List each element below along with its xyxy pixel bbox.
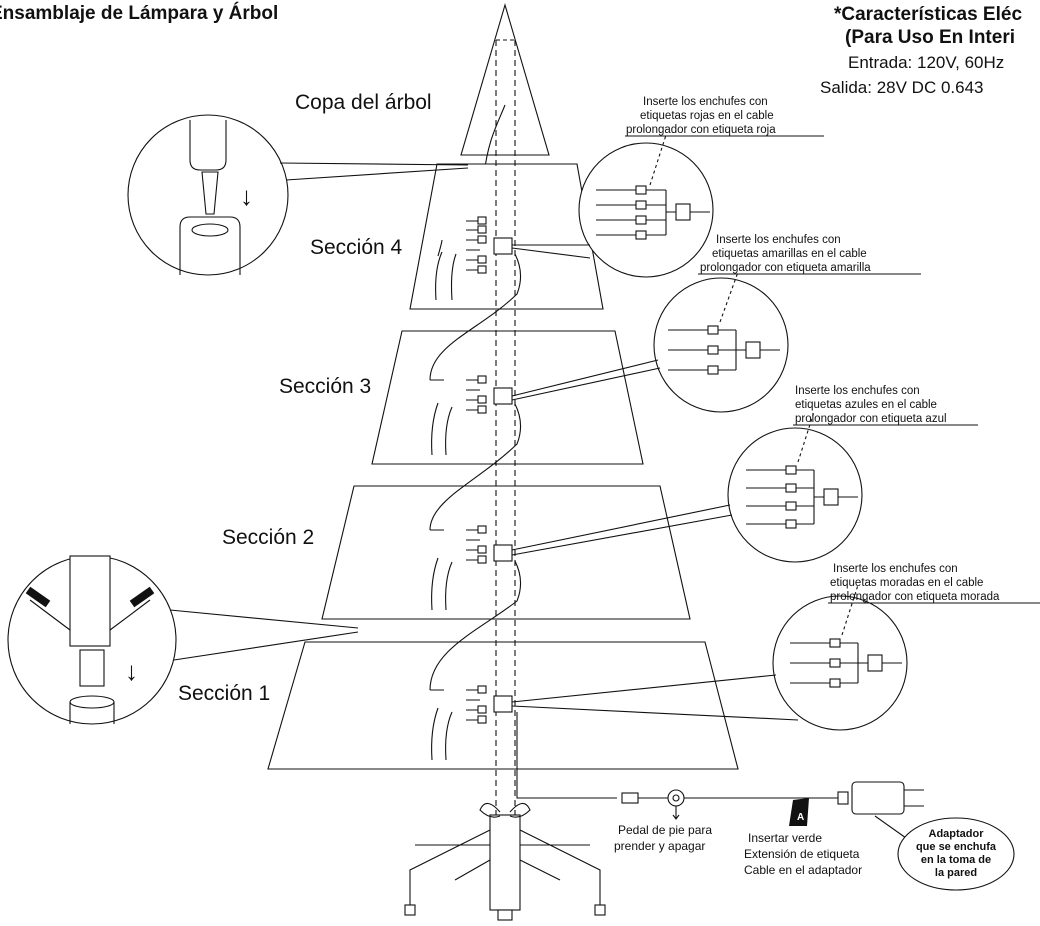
tree-stand [404,802,606,921]
section-wiring [429,216,617,799]
center-pole [495,39,516,815]
note-yellow-line3: prolongador con etiqueta amarilla [700,262,871,274]
note-yellow-line1: Inserte los enchufes con [716,234,841,246]
electrical-specs: *Características Eléc (Para Uso En Inter… [820,4,1022,97]
power-chain: A Pedal de pie para prender y apagar Ins… [614,781,1015,891]
detail-red-plugs: Inserte los enchufes con etiquetas rojas… [511,96,824,278]
specs-subheading: (Para Uso En Interi [845,27,1015,48]
adapter-label-line4: la pared [935,867,977,879]
green-label-line2: Extensión de etiqueta [744,847,860,861]
arrow-down-icon: ↓ [125,656,138,686]
note-purple-line2: etiquetas moradas en el cable [830,577,983,589]
note-yellow-line2: etiquetas amarillas en el cable [712,248,867,260]
section-3-label: Sección 3 [279,375,371,398]
adapter-label-line1: Adaptador [929,828,985,840]
green-label-line1: Insertar verde [748,831,822,845]
detail-blue-plugs: Inserte los enchufes con etiquetas azule… [511,385,978,563]
section-4-label: Sección 4 [310,236,403,259]
note-blue-line3: prolongador con etiqueta azul [795,413,947,425]
note-blue-line1: Inserte los enchufes con [795,385,920,397]
section-top-label: Copa del árbol [295,91,432,114]
note-purple-line3: prolongador con etiqueta morada [830,591,1000,603]
junction-box [493,237,513,255]
pedal-label-line1: Pedal de pie para [618,823,712,837]
note-red-line1: Inserte los enchufes con [643,96,768,108]
arrow-down-icon: ↓ [240,181,253,211]
note-blue-line2: etiquetas azules en el cable [795,399,937,411]
section-4: Sección 4 [310,163,604,310]
section-2: Sección 2 [222,485,691,620]
section-3: Sección 3 [279,330,644,465]
green-tag [789,798,809,826]
specs-output: Salida: 28V DC 0.643 [820,78,984,97]
section-1: Sección 1 [178,641,739,770]
pedal-label-line2: prender y apagar [614,839,705,853]
adapter-label-line3: en la toma de [921,854,991,866]
section-2-label: Sección 2 [222,526,314,549]
detail-purple-plugs: Inserte los enchufes con etiquetas morad… [511,563,1040,731]
wall-adapter-icon [851,781,905,815]
adapter-label-line2: que se enchufa [916,841,997,853]
note-purple-line1: Inserte los enchufes con [833,563,958,575]
detail-yellow-plugs: Inserte los enchufes con etiquetas amari… [511,234,921,413]
green-label-line3: Cable en el adaptador [744,863,862,877]
green-tag-letter: A [797,812,804,823]
note-red-line3: prolongador con etiqueta roja [626,124,776,136]
specs-heading: *Características Eléc [834,4,1022,25]
detail-pole-joint: ↓ [7,555,359,725]
note-red-line2: etiquetas rojas en el cable [640,110,774,122]
page-title: Ensamblaje de Lámpara y Árbol [0,2,278,24]
specs-input: Entrada: 120V, 60Hz [848,53,1004,72]
detail-top-connector: ↓ [127,114,469,276]
tree-top: Copa del árbol [295,3,550,190]
adapter-bubble [897,817,1015,891]
section-1-label: Sección 1 [178,682,270,705]
